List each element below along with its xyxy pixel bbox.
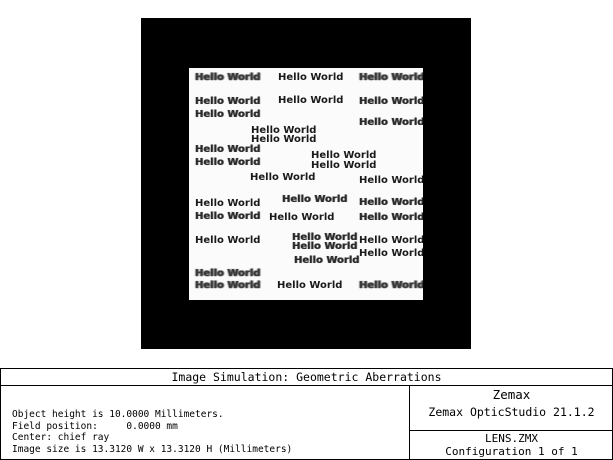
info-right-panel: Zemax Zemax OpticStudio 21.1.2 LENS.ZMX … — [409, 385, 613, 459]
image-size-text: Image size is 13.3120 W x 13.3120 H (Mil… — [12, 443, 293, 455]
configuration-text: Configuration 1 of 1 — [445, 445, 578, 458]
file-box: LENS.ZMX Configuration 1 of 1 — [410, 431, 613, 459]
info-panel: Image Simulation: Geometric Aberrations … — [0, 368, 613, 460]
hello-world-label: Hello World — [359, 117, 423, 128]
lens-file-name: LENS.ZMX — [485, 432, 538, 445]
hello-world-label: Hello World — [359, 248, 423, 259]
hello-world-label: Hello World — [195, 235, 261, 246]
hello-world-label: Hello World — [195, 96, 261, 107]
hello-world-label: Hello World — [311, 150, 377, 161]
software-version: Zemax OpticStudio 21.1.2 — [428, 405, 595, 419]
object-height-text: Object height is 10.0000 Millimeters. — [12, 409, 224, 420]
hello-world-label: Hello World — [195, 211, 261, 222]
center-text: Center: chief ray — [12, 432, 110, 443]
hello-world-label: Hello World — [195, 157, 261, 168]
hello-world-label: Hello World — [359, 96, 423, 107]
hello-world-label: Hello World — [195, 268, 261, 279]
hello-world-label: Hello World — [359, 72, 423, 83]
hello-world-label: Hello World — [195, 280, 261, 291]
hello-world-label: Hello World — [251, 125, 317, 136]
hello-world-label: Hello World — [359, 280, 423, 291]
hello-world-label: Hello World — [195, 144, 261, 155]
hello-world-label: Hello World — [250, 172, 316, 183]
hello-world-label: Hello World — [195, 72, 261, 83]
hello-world-label: Hello World — [277, 280, 343, 291]
analysis-title: Image Simulation: Geometric Aberrations — [1, 369, 612, 386]
hello-world-label: Hello World — [282, 194, 348, 205]
hello-world-label: Hello World — [359, 175, 423, 186]
hello-world-label: Hello World — [269, 212, 335, 223]
hello-world-label: Hello World — [251, 134, 317, 145]
hello-world-label: Hello World — [359, 235, 423, 246]
brand-name: Zemax — [492, 387, 531, 402]
hello-world-label: Hello World — [294, 255, 360, 266]
hello-world-label: Hello World — [195, 198, 261, 209]
hello-world-label: Hello World — [359, 212, 423, 223]
analysis-details: Object height is 10.0000 Millimeters. Fi… — [12, 409, 292, 455]
hello-world-label: Hello World — [292, 232, 358, 243]
hello-world-label: Hello World — [278, 72, 344, 83]
hello-world-label: Hello World — [278, 95, 344, 106]
field-position-text: Field position: 0.0000 mm — [12, 420, 178, 432]
hello-world-label: Hello World — [292, 241, 358, 252]
hello-world-label: Hello World — [195, 109, 261, 120]
brand-box: Zemax Zemax OpticStudio 21.1.2 — [410, 385, 613, 431]
hello-world-label: Hello World — [359, 197, 423, 208]
hello-world-label: Hello World — [311, 160, 377, 171]
